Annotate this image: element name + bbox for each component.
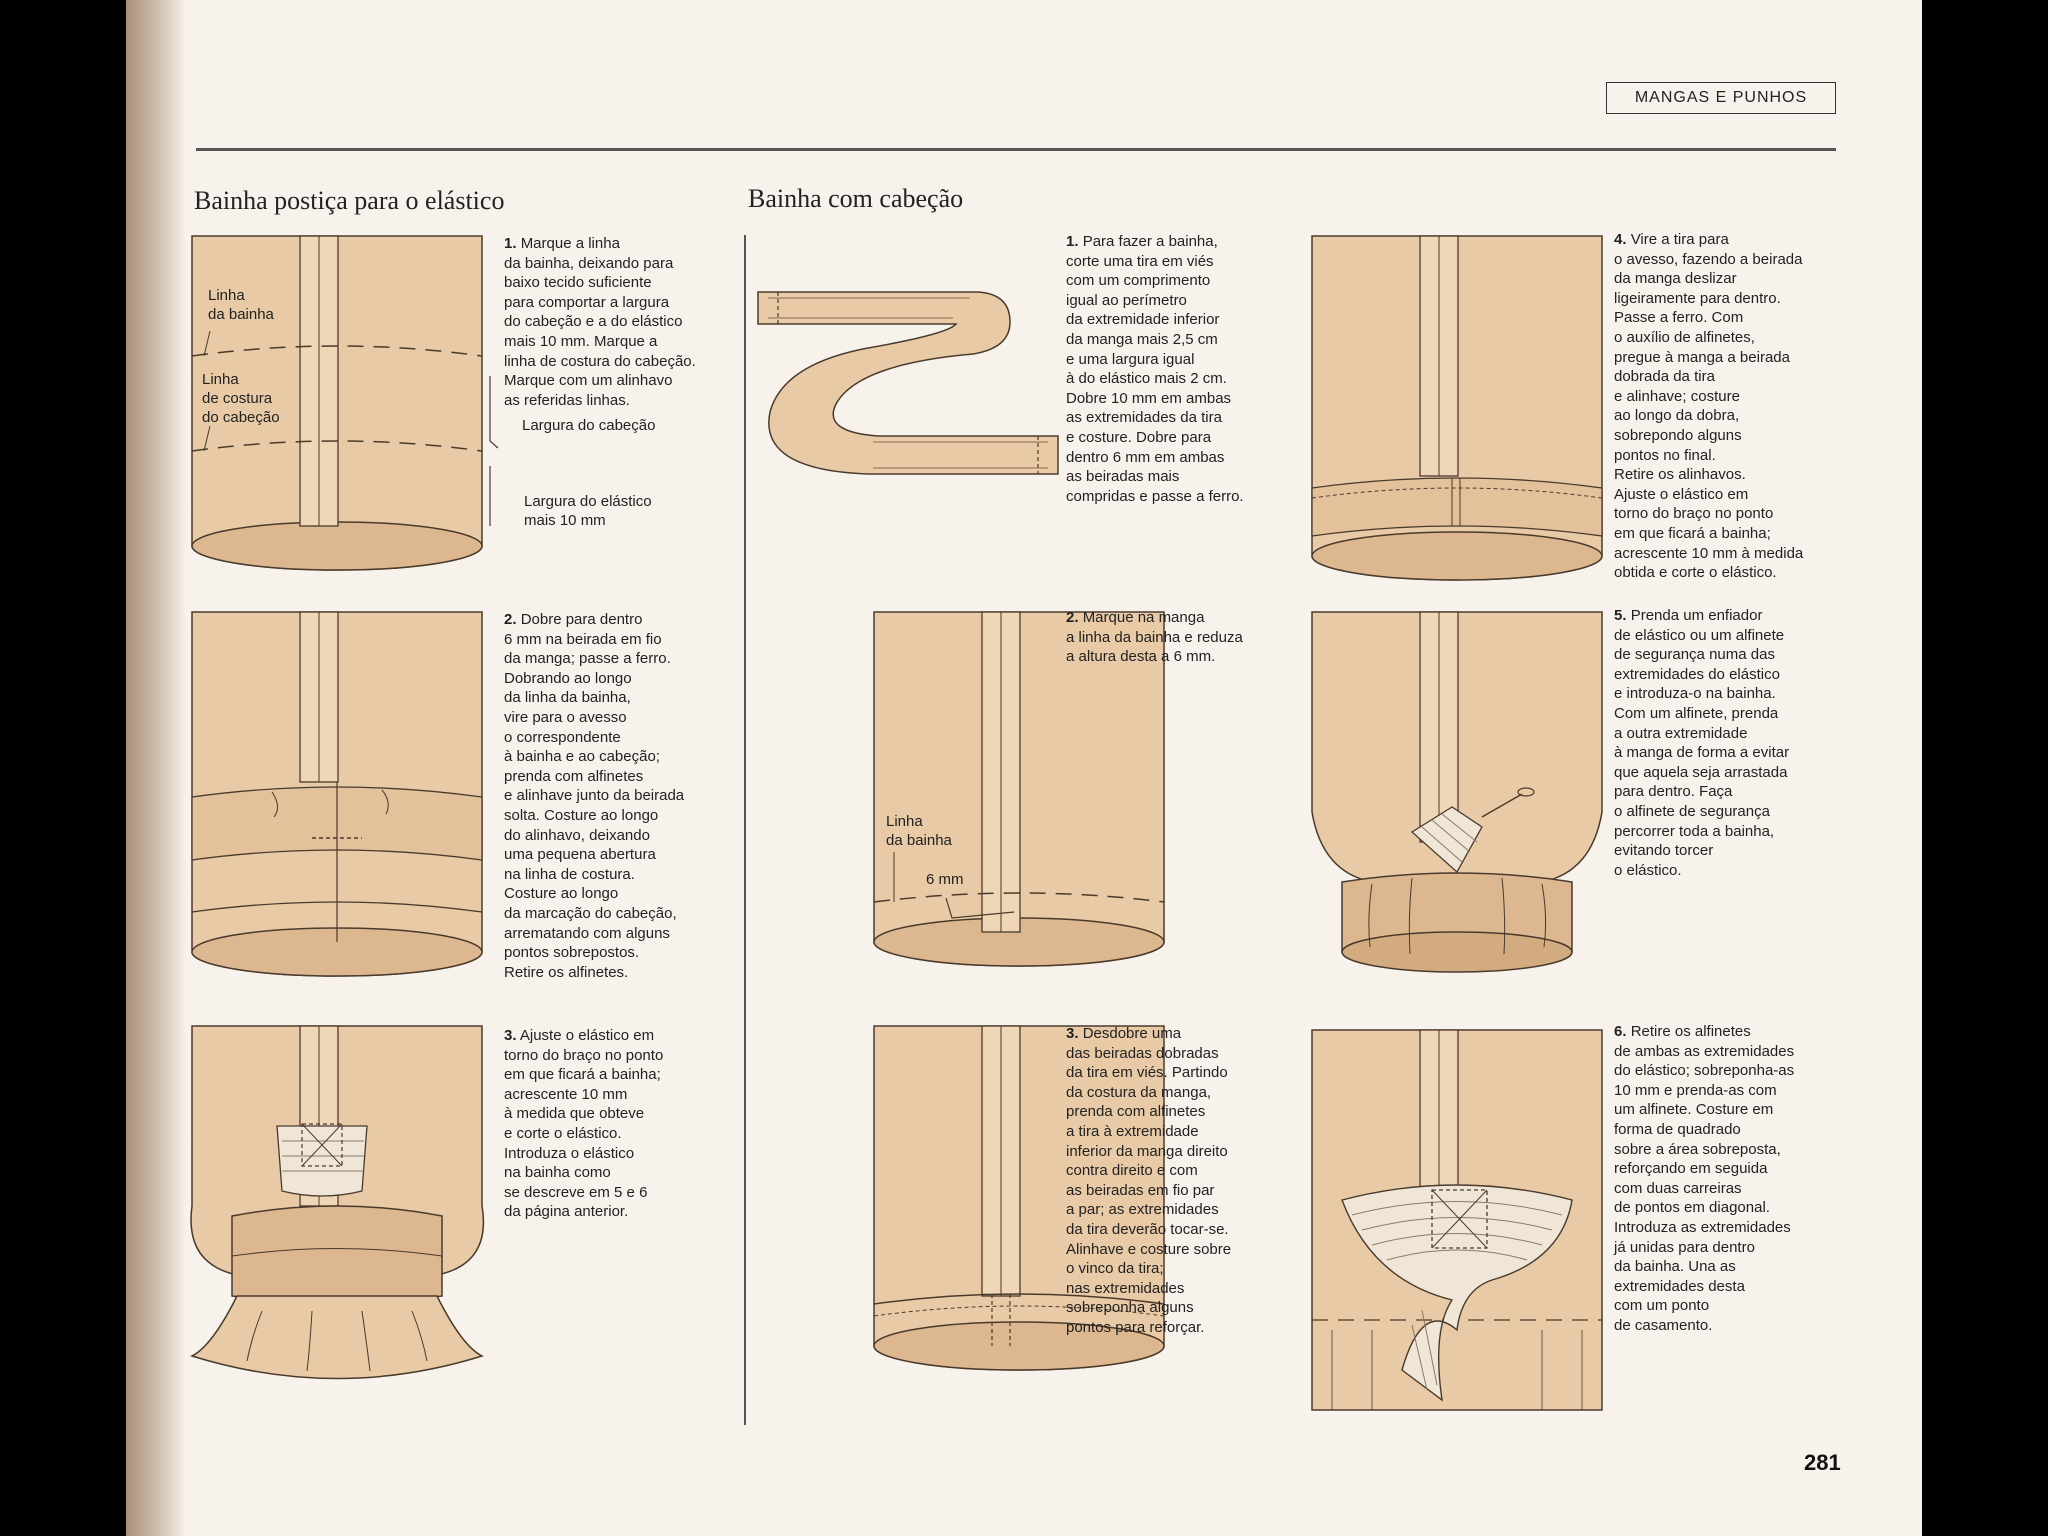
illustration-bias-strip — [757, 291, 1059, 475]
chapter-header-label: MANGAS E PUNHOS — [1606, 82, 1836, 114]
illustration-insert-elastic — [189, 1025, 485, 1380]
illustration-mark-hemline — [191, 235, 499, 571]
illustration-join-elastic — [1311, 1029, 1603, 1411]
header-rule — [196, 148, 1836, 151]
instruction-mid-2: 2. Marque na manga a linha da bainha e r… — [1066, 609, 1243, 666]
book-page: MANGAS E PUNHOS Bainha postiça para o el… — [126, 0, 1922, 1536]
illustration-turn-strip — [1311, 235, 1603, 581]
page-number: 281 — [1804, 1450, 1841, 1475]
label-hemline: Linha da bainha — [208, 287, 274, 323]
instruction-right-6: 6. Retire os alfinetes de ambas as extre… — [1614, 1023, 1795, 1334]
instruction-mid-1: 1. Para fazer a bainha, corte uma tira e… — [1066, 233, 1244, 505]
instruction-left-2: 2. Dobre para dentro 6 mm na beirada em … — [504, 611, 685, 981]
illustration-thread-elastic — [1311, 611, 1603, 973]
column-divider — [744, 235, 746, 1425]
instruction-right-5: 5. Prenda um enfiador de elástico ou um … — [1614, 607, 1790, 879]
instruction-left-1: 1. Marque a linha da bainha, deixando pa… — [504, 235, 696, 409]
illustration-fold-casing — [191, 611, 483, 977]
instruction-mid-3: 3. Desdobre uma das beiradas dobradas da… — [1066, 1025, 1232, 1336]
label-casing-width: Largura do cabeção — [522, 417, 656, 434]
illustration-mark-sleeve-hemline — [873, 611, 1165, 967]
label-mid-hemline: Linha da bainha — [886, 813, 952, 849]
section-title-bound-hem: Bainha com cabeção — [748, 184, 964, 213]
instruction-right-4: 4. Vire a tira para o avesso, fazendo a … — [1614, 231, 1804, 582]
illustration-attach-strip — [873, 1025, 1165, 1371]
page-gutter-shadow — [126, 0, 186, 1536]
label-elastic-width: Largura do elástico mais 10 mm — [524, 493, 652, 529]
section-title-elastic-casing: Bainha postiça para o elástico — [194, 186, 505, 215]
label-six-mm: 6 mm — [926, 871, 964, 888]
instruction-left-3: 3. Ajuste o elástico em torno do braço n… — [504, 1027, 664, 1221]
label-casing-seamline: Linha de costura do cabeção — [202, 371, 280, 426]
